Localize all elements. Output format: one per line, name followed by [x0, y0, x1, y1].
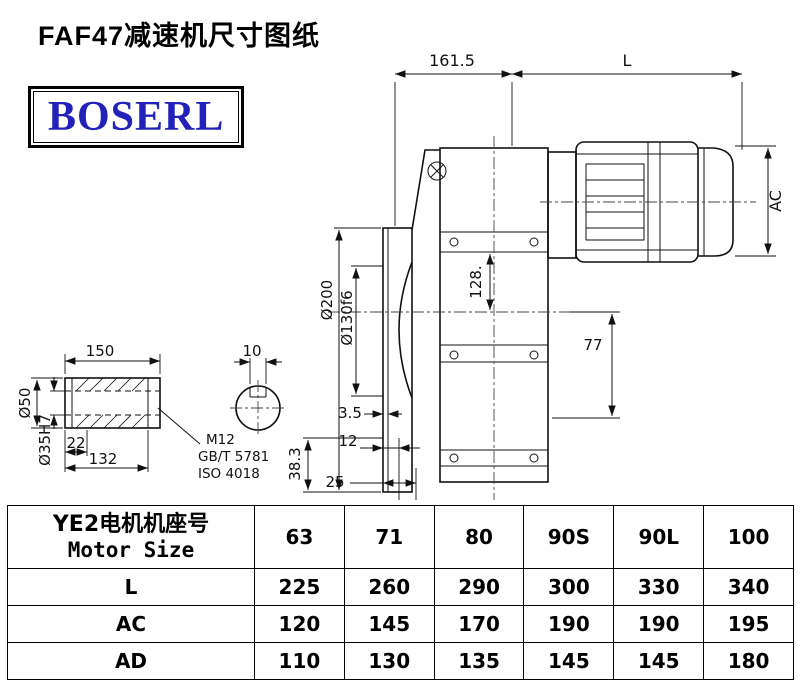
bolt-hole-icon — [529, 237, 539, 247]
technical-drawing: 161.5 L AC Ø200 Ø130f6 128. 77 3.5 — [16, 51, 785, 500]
cell-L-80: 290 — [433, 568, 525, 606]
row-label-AC: AC — [7, 605, 255, 643]
dim-flange-diameters: Ø200 Ø130f6 — [303, 227, 383, 493]
dim-ac: AC — [735, 145, 785, 257]
cell-AD-80: 135 — [433, 642, 525, 680]
header-size-90s: 90S — [523, 505, 615, 569]
dim-150: 150 — [86, 342, 115, 360]
cell-L-63: 225 — [254, 568, 345, 606]
shaft-detail: 150 Ø50 Ø35H7 22 132 M12 GB/T 5781 ISO 4… — [16, 342, 269, 482]
row-label-L: L — [7, 568, 255, 606]
fan-cowl — [698, 147, 734, 257]
cell-AC-90s: 190 — [523, 605, 615, 643]
logo-text: BOSERL — [48, 94, 225, 140]
cell-L-71: 260 — [343, 568, 435, 606]
cell-L-90s: 300 — [523, 568, 615, 606]
dim-161-5: 161.5 — [429, 51, 475, 70]
dim-diameter-200: Ø200 — [318, 280, 336, 320]
bolt-hole-icon — [449, 453, 459, 463]
cell-AC-90l: 190 — [613, 605, 705, 643]
cell-AD-63: 110 — [254, 642, 345, 680]
leader-line — [157, 407, 201, 445]
cell-L-100: 340 — [703, 568, 794, 606]
cell-AD-100: 180 — [703, 642, 794, 680]
cell-AD-71: 130 — [343, 642, 435, 680]
row-label-AD: AD — [7, 642, 255, 680]
input-head-slant — [411, 149, 440, 231]
dim-77: 77 — [552, 311, 620, 419]
dim-128: 128. — [467, 265, 485, 298]
shaft-body — [64, 377, 161, 429]
header-size-90l: 90L — [613, 505, 705, 569]
cell-L-90l: 330 — [613, 568, 705, 606]
dim-diameter-35H7: Ø35H7 — [36, 414, 54, 466]
header-motor-size-cn: YE2电机机座号 — [52, 511, 210, 537]
header-motor-size-cell: YE2电机机座号 Motor Size — [7, 505, 255, 569]
table-header-row: YE2电机机座号 Motor Size 63 71 80 90S 90L 100 — [7, 505, 794, 569]
cell-AC-63: 120 — [254, 605, 345, 643]
dim-bottom-left: 3.5 12 25 38.3 — [286, 404, 420, 500]
dim-128: 128. — [467, 254, 494, 310]
header-motor-size-en: Motor Size — [67, 538, 195, 563]
motor-body — [575, 141, 699, 263]
boserl-logo-inner-frame: BOSERL — [33, 91, 240, 143]
dim-L: L — [623, 51, 632, 70]
dim-38-3: 38.3 — [286, 447, 304, 480]
dim-3-5: 3.5 — [338, 404, 362, 422]
centerlines — [328, 136, 756, 500]
bolt-hole-icon — [449, 350, 459, 360]
header-size-80: 80 — [433, 505, 525, 569]
table-row-AD: AD 110 130 135 145 145 180 — [7, 642, 794, 680]
table-row-L: L 225 260 290 300 330 340 — [7, 568, 794, 606]
note-gb-standard: GB/T 5781 — [198, 449, 269, 465]
flange-plate — [382, 227, 413, 493]
hub-arc — [398, 261, 413, 399]
bolt-hole-icon — [529, 453, 539, 463]
dim-22: 22 — [66, 434, 85, 452]
dim-top: 161.5 L — [394, 51, 743, 226]
table-row-AC: AC 120 145 170 190 190 195 — [7, 605, 794, 643]
cell-AC-80: 170 — [433, 605, 525, 643]
shaft-end-view: 10 — [230, 342, 286, 436]
cell-AD-90l: 145 — [613, 642, 705, 680]
cell-AD-90s: 145 — [523, 642, 615, 680]
motor-adapter — [547, 151, 577, 259]
dim-77: 77 — [583, 336, 602, 354]
dim-AC: AC — [766, 190, 785, 212]
boserl-logo: BOSERL — [28, 86, 245, 148]
bolt-hole-icon — [449, 237, 459, 247]
note-m12: M12 — [206, 432, 235, 448]
cell-AC-100: 195 — [703, 605, 794, 643]
dim-diameter-130: Ø130f6 — [338, 290, 356, 345]
dim-12: 12 — [338, 432, 357, 450]
dim-diameter-50: Ø50 — [16, 388, 34, 419]
note-iso-standard: ISO 4018 — [198, 466, 260, 482]
cell-AC-71: 145 — [343, 605, 435, 643]
dim-25: 25 — [325, 473, 344, 491]
input-shaft-crosshair-icon — [427, 161, 447, 181]
motor-size-table: YE2电机机座号 Motor Size 63 71 80 90S 90L 100… — [7, 505, 794, 680]
page-title: FAF47减速机尺寸图纸 — [38, 21, 321, 51]
bolt-hole-icon — [529, 350, 539, 360]
header-size-100: 100 — [703, 505, 794, 569]
header-size-63: 63 — [254, 505, 345, 569]
gearbox-main-view — [382, 147, 549, 493]
dim-132: 132 — [89, 450, 118, 468]
header-size-71: 71 — [343, 505, 435, 569]
dim-10: 10 — [242, 342, 261, 360]
